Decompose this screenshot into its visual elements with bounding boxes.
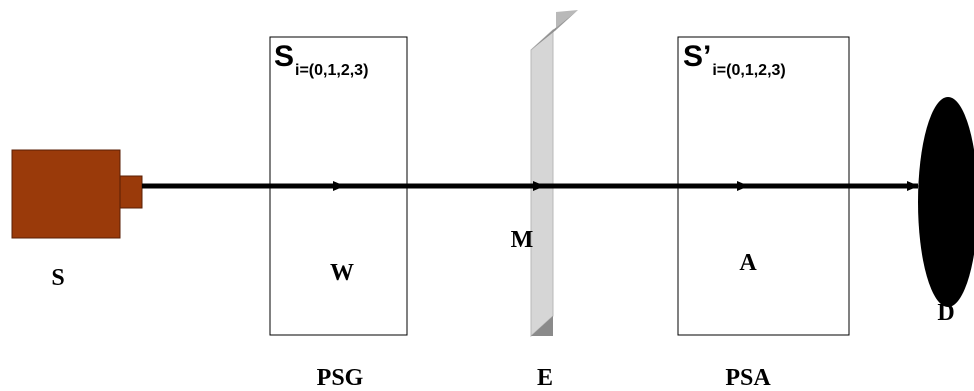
sample-label: E bbox=[537, 365, 553, 391]
psg-stokes-label: Si=(0,1,2,3) bbox=[274, 40, 368, 79]
source bbox=[11, 149, 143, 239]
psa-stokes-label: S’i=(0,1,2,3) bbox=[683, 40, 786, 79]
psg-element-label: W bbox=[330, 260, 354, 286]
source-body bbox=[11, 149, 121, 239]
psa-stokes-symbol: S’ bbox=[683, 40, 711, 73]
sample-plate-face bbox=[530, 28, 554, 338]
psg-stokes-subscript: i=(0,1,2,3) bbox=[295, 62, 368, 79]
psa-stokes-subscript: i=(0,1,2,3) bbox=[712, 62, 785, 79]
sample-plate-bottom-bevel bbox=[531, 316, 553, 336]
sample-plate bbox=[530, 10, 578, 338]
detector bbox=[918, 97, 974, 307]
source-label: S bbox=[51, 265, 64, 291]
psa-label: PSA bbox=[725, 365, 771, 391]
psa-element-label: A bbox=[739, 250, 757, 276]
psg-label: PSG bbox=[317, 365, 364, 391]
detector-label: D bbox=[937, 300, 954, 326]
source-nozzle bbox=[119, 175, 143, 209]
psg-stokes-symbol: S bbox=[274, 40, 294, 73]
sample-plate-top-bevel bbox=[531, 10, 578, 50]
sample-point-label: M bbox=[511, 227, 534, 253]
